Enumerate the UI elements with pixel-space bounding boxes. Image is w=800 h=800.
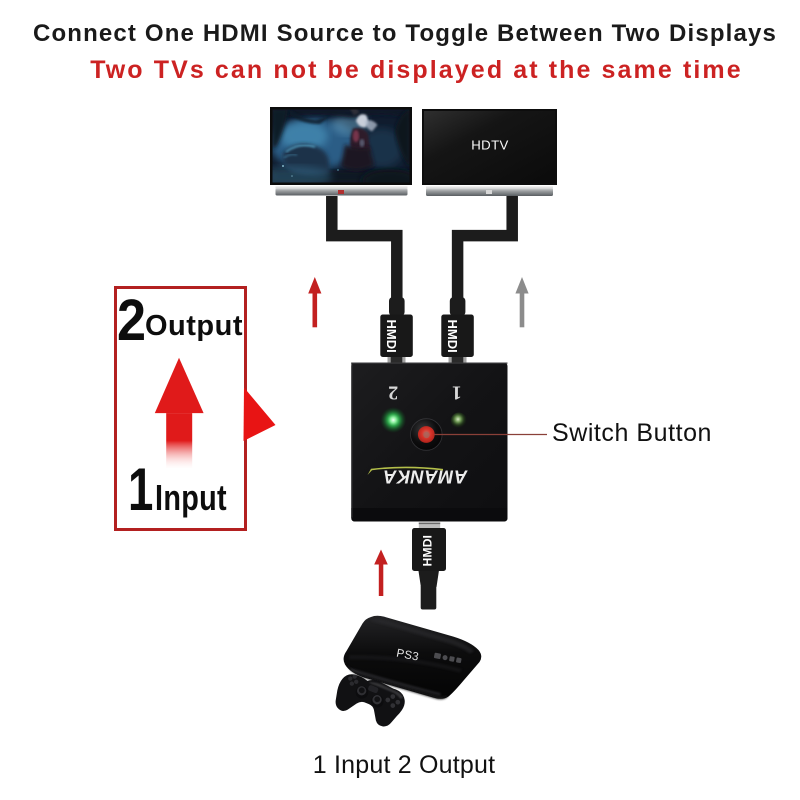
svg-text:AMANKA: AMANKA [383,467,469,488]
svg-text:HDTV: HDTV [471,138,509,153]
svg-text:HMDI: HMDI [421,535,435,566]
svg-text:PS3: PS3 [395,648,420,664]
svg-text:2: 2 [388,382,398,404]
svg-text:HMDI: HMDI [445,320,460,353]
svg-text:HMDI: HMDI [384,320,399,353]
svg-text:1: 1 [452,382,462,404]
